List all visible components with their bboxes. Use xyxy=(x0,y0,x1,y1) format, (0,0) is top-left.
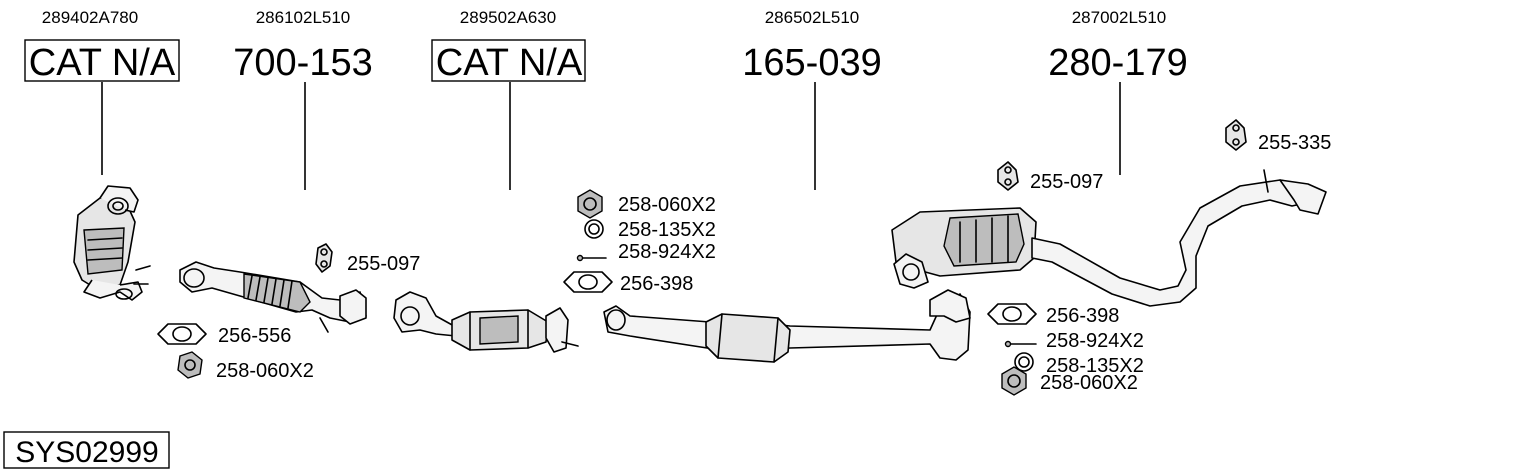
hanger-a13-label: 255-335 xyxy=(1258,132,1331,154)
part-1-number[interactable]: CAT N/A xyxy=(29,42,176,84)
washer-a5-label: 258-135X2 xyxy=(618,219,716,241)
part-1-number-box xyxy=(24,39,180,82)
part-3-number-box xyxy=(431,39,586,82)
hanger-a12[interactable]: 255-097 xyxy=(997,161,1103,193)
nut-a4[interactable]: 258-060X2 xyxy=(577,189,716,219)
part-5-header: 287002L510 280-179 xyxy=(1048,8,1188,175)
front-pipe-drawing[interactable] xyxy=(179,261,367,333)
nut-a11-label: 258-060X2 xyxy=(1040,372,1138,394)
part-2-number[interactable]: 700-153 xyxy=(233,42,372,84)
hanger-a13[interactable]: 255-335 xyxy=(1225,119,1331,154)
gasket-a8[interactable]: 256-398 xyxy=(987,303,1119,327)
nut-a4-label: 258-060X2 xyxy=(618,194,716,216)
gasket-a2[interactable]: 256-556 xyxy=(157,323,291,347)
part-2-header: 286102L510 700-153 xyxy=(233,8,373,190)
gasket-a2-label: 256-556 xyxy=(218,325,291,347)
part-3-number[interactable]: CAT N/A xyxy=(436,42,583,84)
bolt-a6[interactable]: 258-924X2 xyxy=(576,241,716,263)
part-1-header: 289402A780 CAT N/A xyxy=(24,8,180,175)
system-code: SYS02999 xyxy=(3,431,170,469)
bolt-a9-label: 258-924X2 xyxy=(1046,330,1144,352)
part-3-oem: 289502A630 xyxy=(460,8,556,27)
part-2-oem: 286102L510 xyxy=(256,8,351,27)
center-catalyst-drawing[interactable] xyxy=(393,291,579,353)
nut-a3-label: 258-060X2 xyxy=(216,360,314,382)
manifold-catalyst-drawing[interactable] xyxy=(73,185,151,301)
bolt-a9[interactable]: 258-924X2 xyxy=(1004,330,1144,352)
nut-a11[interactable]: 258-060X2 xyxy=(1001,366,1138,396)
rear-silencer-drawing[interactable] xyxy=(891,169,1327,307)
part-4-number[interactable]: 165-039 xyxy=(742,42,881,84)
part-4-oem: 286502L510 xyxy=(765,8,860,27)
washer-a10-label: 258-135X2 xyxy=(1046,355,1144,377)
part-1-oem: 289402A780 xyxy=(42,8,138,27)
bolt-a6-label: 258-924X2 xyxy=(618,241,716,263)
system-code-text: SYS02999 xyxy=(15,436,158,469)
hanger-a1-label: 255-097 xyxy=(347,253,420,275)
part-5-number[interactable]: 280-179 xyxy=(1048,42,1187,84)
center-muffler-drawing[interactable] xyxy=(603,289,971,363)
gasket-a7-label: 256-398 xyxy=(620,273,693,295)
hanger-a12-label: 255-097 xyxy=(1030,171,1103,193)
gasket-a8-label: 256-398 xyxy=(1046,305,1119,327)
nut-a3[interactable]: 258-060X2 xyxy=(177,351,314,382)
part-4-header: 286502L510 165-039 xyxy=(742,8,882,190)
system-code-box xyxy=(3,431,170,469)
part-3-header: 289502A630 CAT N/A xyxy=(431,8,586,190)
part-5-oem: 287002L510 xyxy=(1072,8,1167,27)
washer-a10[interactable]: 258-135X2 xyxy=(1014,352,1144,377)
washer-a5[interactable]: 258-135X2 xyxy=(584,219,716,241)
gasket-a7[interactable]: 256-398 xyxy=(563,271,693,295)
hanger-a1[interactable]: 255-097 xyxy=(315,243,420,275)
